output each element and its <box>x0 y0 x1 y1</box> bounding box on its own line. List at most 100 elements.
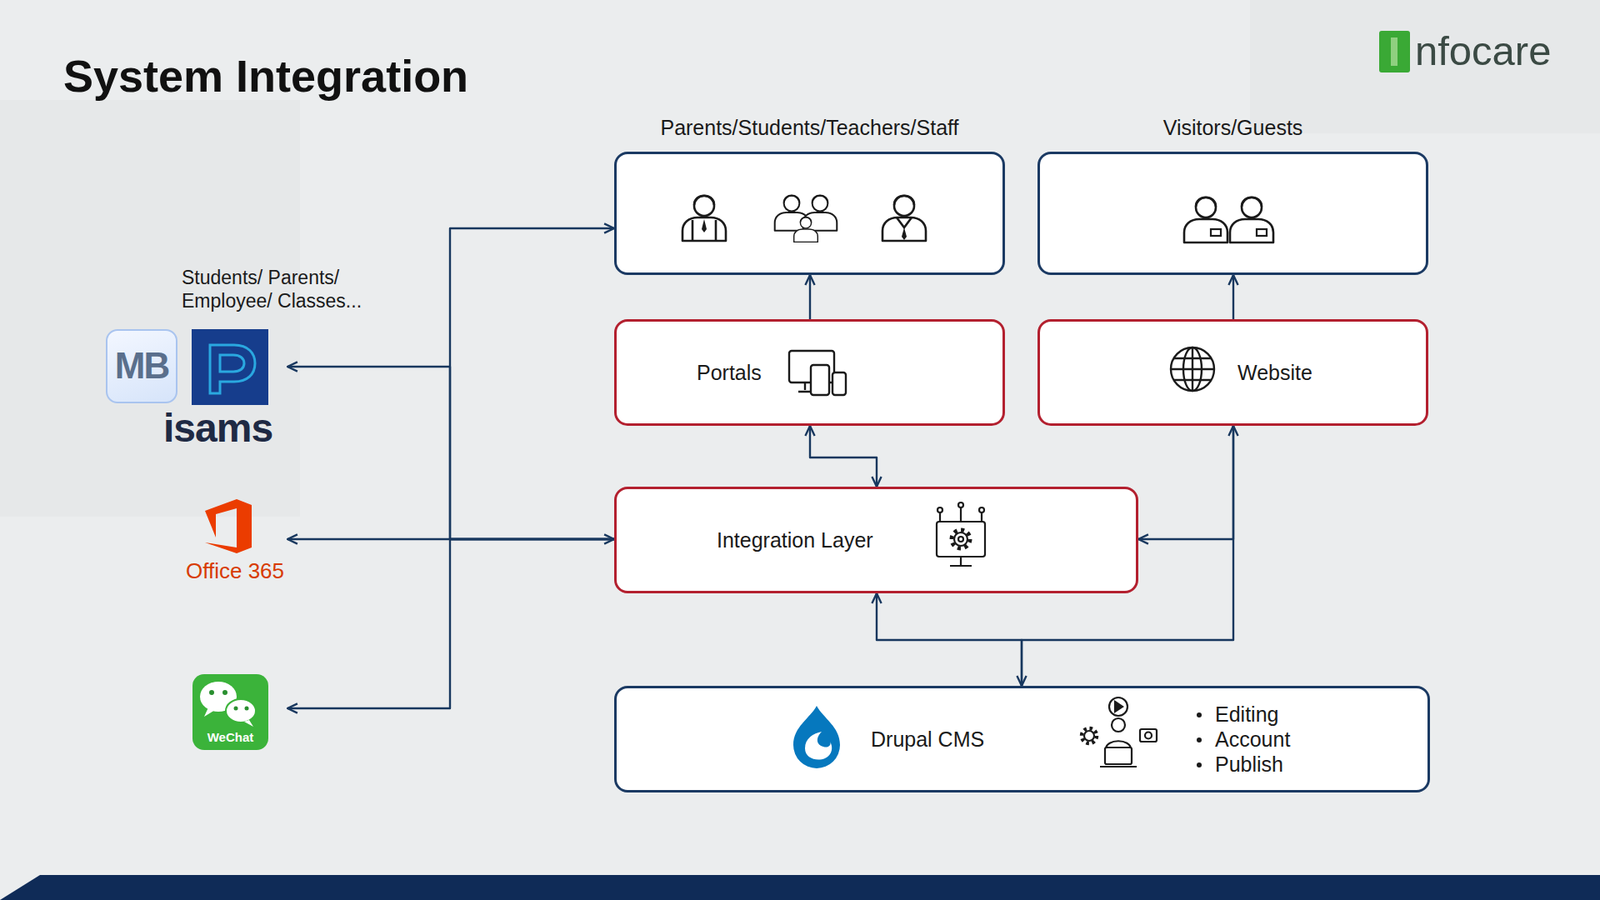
gear-teeth <box>951 530 970 549</box>
person-icon <box>882 195 926 241</box>
drop <box>793 705 840 769</box>
process-box: Website <box>1037 319 1429 426</box>
monitor-stand <box>798 382 814 392</box>
phone <box>832 372 846 395</box>
connector-arrow <box>809 275 811 320</box>
system-logo-group: Students/ Parents/ Employee/ Classes...M… <box>98 260 288 455</box>
logo-stripe <box>1390 37 1398 66</box>
audience-box: Parents/Students/Teachers/Staff <box>614 151 1005 275</box>
box-label: Drupal CMS <box>870 726 985 752</box>
globe-icon <box>1170 347 1215 391</box>
globe-meridian <box>1183 347 1202 391</box>
bullet-list: EditingAccountPublish <box>1215 701 1290 777</box>
system-logo: Office 365 <box>162 491 288 588</box>
badge <box>1210 229 1221 236</box>
student-icon <box>682 195 726 241</box>
network-dot <box>937 507 943 513</box>
gear-teeth <box>1081 728 1097 744</box>
drupal-logo <box>793 705 840 769</box>
visitor-icon <box>1230 197 1274 243</box>
connector-arrow <box>287 366 615 540</box>
network-dot <box>958 502 964 508</box>
camera-body <box>1140 729 1157 742</box>
group-heading: Parents/Students/Teachers/Staff <box>616 115 1003 140</box>
process-box: Portals <box>614 319 1005 426</box>
person-head <box>1111 718 1125 732</box>
laptop-base <box>1100 765 1137 768</box>
bubble-eye <box>245 706 250 711</box>
connector-arrow <box>876 593 1022 686</box>
logo-p-outer <box>210 345 255 394</box>
visitor-icon <box>1184 197 1228 243</box>
photo-shade <box>1250 0 1600 134</box>
globe-lines <box>1170 347 1215 391</box>
person-icon <box>775 195 810 231</box>
connector-arrow <box>287 539 615 709</box>
audience-box: Visitors/Guests <box>1037 151 1429 275</box>
monitor <box>936 521 985 557</box>
logo-block <box>1379 30 1410 73</box>
play-circle <box>1109 697 1128 716</box>
drop-swirl <box>805 731 832 760</box>
office-logo <box>205 499 252 554</box>
gear-hub <box>958 536 964 542</box>
wechat-logo <box>192 674 269 750</box>
logo-holder: nfocare <box>1415 26 1551 76</box>
bubble-eye <box>222 690 228 695</box>
gear-ring <box>1084 730 1095 741</box>
person-icon <box>1184 197 1228 243</box>
teacher-icon <box>882 195 926 241</box>
logo-text: Office 365 <box>185 558 288 585</box>
logo-text: isams <box>163 408 288 449</box>
group-heading: Students/ Parents/ Employee/ Classes... <box>181 266 390 313</box>
bullet-item: Account <box>1215 726 1290 752</box>
bullet-item: Publish <box>1215 751 1290 777</box>
person-icon <box>682 195 726 241</box>
system-logo: WeChat <box>192 674 288 750</box>
person-body <box>1105 740 1131 750</box>
monitor-stand <box>950 556 972 566</box>
globe-outline <box>1170 347 1215 391</box>
chat-bubble <box>200 681 237 712</box>
logo-p-inner <box>220 355 245 372</box>
badge <box>1256 229 1267 236</box>
collar <box>896 217 912 228</box>
footer-band <box>0 875 1600 900</box>
laptop <box>1105 747 1132 765</box>
bubble-eye <box>209 690 215 695</box>
bullet-item: Editing <box>1215 701 1290 727</box>
gear-ring <box>954 532 968 546</box>
logo-text: WeChat <box>192 730 269 745</box>
chat-bubble <box>225 699 256 723</box>
bubble-tail <box>244 720 254 727</box>
network-lines <box>940 507 982 522</box>
bubble-tail <box>204 707 215 717</box>
person-icon <box>1230 197 1274 243</box>
backpack-strap <box>692 220 716 241</box>
bubble-eye <box>234 706 239 711</box>
monitor <box>789 350 835 383</box>
box-label: Website <box>1237 360 1313 385</box>
logo-text: MB <box>105 329 178 404</box>
cms-box: Drupal CMS EditingAccountPublish <box>614 685 1430 793</box>
group-heading: Visitors/Guests <box>1040 115 1426 140</box>
connector-arrow <box>1138 425 1234 540</box>
connector-arrow <box>810 425 877 487</box>
camera-lens <box>1145 732 1152 740</box>
slide-title: System Integration <box>63 50 469 102</box>
person-icon <box>803 195 838 231</box>
play-triangle <box>1115 701 1123 712</box>
family-icon <box>775 195 838 243</box>
tablet <box>810 365 830 395</box>
process-box: Integration Layer <box>614 486 1139 594</box>
person-icon <box>794 217 819 243</box>
devices-icon <box>789 350 846 395</box>
connector-arrow <box>450 228 615 540</box>
network-dot <box>979 507 985 513</box>
title-holder: System Integration <box>63 50 469 102</box>
connector-arrow <box>1232 275 1235 320</box>
logo-square <box>192 674 269 750</box>
integration-icon <box>936 502 985 566</box>
tie <box>901 227 907 240</box>
